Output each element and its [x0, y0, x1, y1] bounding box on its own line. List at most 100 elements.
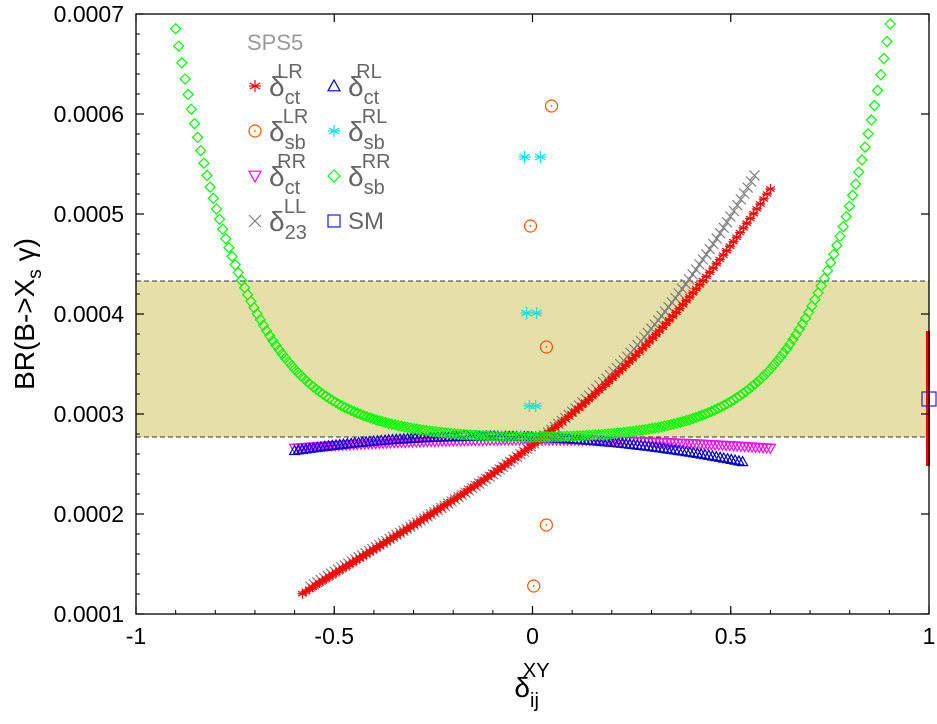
- data-point: [690, 264, 702, 275]
- data-point: [254, 313, 267, 326]
- data-point: [630, 425, 643, 437]
- data-point: [732, 454, 745, 466]
- data-point: [768, 358, 781, 371]
- data-point: [656, 310, 668, 322]
- y-tick-label: 0.0004: [54, 301, 125, 327]
- data-point: [216, 223, 229, 236]
- data-point: [874, 68, 887, 81]
- series-3: [518, 151, 547, 412]
- data-point: [176, 56, 188, 69]
- data-point: [621, 426, 633, 438]
- data-point: [194, 144, 207, 157]
- series-0: [297, 184, 776, 599]
- legend-label: δsbRL: [348, 106, 387, 154]
- data-point: [846, 189, 859, 202]
- x-tick-label: 1: [923, 623, 936, 649]
- data-point: [718, 222, 730, 234]
- data-point: [871, 84, 884, 97]
- data-point: [608, 427, 621, 440]
- data-point: [191, 131, 204, 144]
- data-point: [721, 216, 733, 228]
- data-point: [617, 426, 630, 439]
- data-point: [666, 297, 678, 309]
- data-point: [704, 243, 716, 255]
- data-point: [671, 417, 683, 429]
- data-point: [865, 114, 878, 126]
- data-point: [602, 428, 614, 440]
- data-point: [354, 408, 367, 421]
- data-point: [687, 446, 700, 458]
- data-point: [746, 380, 759, 393]
- data-point: [270, 339, 282, 352]
- data-point: [735, 193, 747, 205]
- data-point: [868, 99, 881, 112]
- data-point: [534, 151, 547, 163]
- data-point: [376, 415, 389, 428]
- series-2: [523, 99, 559, 593]
- data-point: [793, 323, 806, 336]
- data-point: [207, 192, 220, 205]
- data-point: [728, 205, 740, 217]
- data-point: [668, 443, 681, 455]
- data-point: [188, 117, 201, 130]
- data-point: [736, 455, 749, 467]
- data-point: [737, 387, 749, 400]
- legend-label: δsbRR: [348, 151, 391, 199]
- data-point: [827, 248, 840, 261]
- data-point: [201, 169, 213, 182]
- data-point: [655, 420, 668, 433]
- x-tick-label: -0.5: [314, 623, 354, 649]
- data-point: [329, 396, 342, 409]
- data-point: [379, 416, 392, 429]
- data-point: [605, 427, 618, 440]
- data-point: [373, 414, 386, 427]
- data-point: [263, 329, 276, 342]
- data-point: [223, 241, 235, 254]
- legend-marker: [327, 214, 341, 228]
- data-point: [731, 232, 742, 243]
- data-point: [849, 178, 862, 190]
- data-point: [862, 127, 875, 140]
- data-point: [527, 579, 541, 593]
- data-point: [646, 422, 658, 435]
- legend-label: δsbLR: [269, 106, 308, 154]
- data-point: [229, 258, 242, 271]
- data-point: [683, 413, 696, 426]
- data-point: [529, 400, 542, 412]
- data-point: [382, 417, 395, 430]
- data-point: [288, 444, 301, 456]
- data-point: [676, 283, 688, 295]
- legend-marker: [249, 80, 261, 92]
- data-point: [724, 211, 736, 223]
- data-point: [755, 372, 768, 384]
- data-point: [742, 182, 754, 194]
- data-point: [668, 418, 680, 430]
- data-point: [749, 169, 760, 181]
- data-point: [771, 355, 784, 367]
- data-point: [198, 157, 210, 170]
- data-point: [707, 238, 719, 250]
- data-point: [687, 268, 699, 280]
- data-point: [765, 362, 777, 375]
- data-point: [523, 219, 538, 233]
- data-point: [169, 22, 182, 35]
- data-point: [392, 419, 405, 432]
- legend-marker: [326, 78, 342, 92]
- data-point: [652, 421, 665, 434]
- data-point: [586, 429, 599, 441]
- data-point: [530, 307, 543, 319]
- legend-marker: [328, 125, 340, 137]
- data-point: [639, 423, 652, 436]
- data-point: [729, 453, 742, 465]
- data-point: [210, 203, 223, 215]
- data-point: [539, 518, 554, 532]
- data-point: [717, 451, 730, 463]
- data-point: [342, 403, 354, 415]
- data-point: [695, 447, 708, 459]
- data-point: [777, 347, 790, 359]
- data-point: [824, 256, 837, 269]
- data-point: [680, 414, 693, 427]
- data-point: [762, 365, 774, 378]
